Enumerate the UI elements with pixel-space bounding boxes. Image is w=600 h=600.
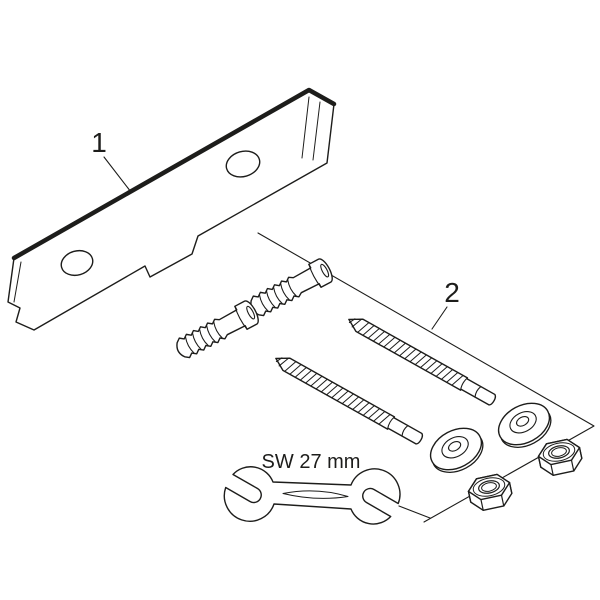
wrench-leader-line xyxy=(398,505,431,519)
plate-hole-right xyxy=(225,150,261,178)
wall-anchor-lower xyxy=(171,298,262,364)
wood-screw-lower xyxy=(271,351,426,447)
open-end-wrench xyxy=(223,466,401,525)
wrench-outline xyxy=(223,466,401,525)
plate-hole-left xyxy=(60,249,94,277)
mounting-plate-top-edge xyxy=(11,87,337,261)
mounting-plate xyxy=(7,87,337,331)
callout-1-leader-line xyxy=(103,156,132,193)
wall-anchor-upper xyxy=(245,256,336,322)
hex-nut-left xyxy=(465,471,515,514)
cone-washer-left xyxy=(422,419,491,482)
wrench-shank-detail xyxy=(282,490,349,499)
wrench-size-label: SW 27 mm xyxy=(262,451,361,473)
callout-1-label: 1 xyxy=(91,127,107,158)
callout-2-label: 2 xyxy=(444,277,460,308)
hex-nut-right xyxy=(535,436,585,479)
mounting-plate-fold-lines xyxy=(13,96,321,303)
callout-2-leader-line xyxy=(431,306,448,330)
